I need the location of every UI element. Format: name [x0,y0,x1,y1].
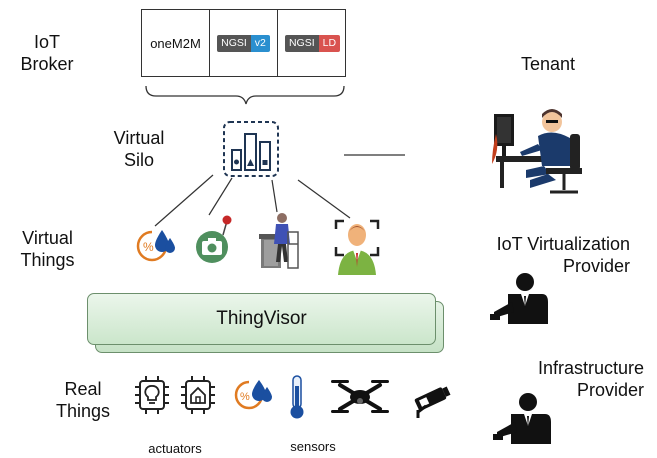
person-vitals-virtual-icon[interactable] [258,210,302,272]
silo-line-4 [297,179,351,219]
ngsi-v2-badge-left: NGSI [217,34,251,52]
iot-virtualization-provider-label-line2: Provider [562,256,630,276]
iot-virtualization-provider-label: IoT Virtualization Provider [470,233,630,277]
sensors-label: sensors [290,439,336,454]
virtual-things-label-line1: Virtual [22,228,73,248]
camera-virtual-icon[interactable] [193,213,233,267]
virtualization-provider-person-icon[interactable] [490,272,550,328]
tenant-person-icon[interactable] [490,104,590,196]
humidity-sensor-icon[interactable]: % [234,377,274,413]
humidity-virtual-icon[interactable]: % [136,226,176,268]
real-things-label-line2: Things [55,401,111,421]
iot-broker-label-line1: IoT [33,32,60,52]
virtual-silo-label-line1: Virtual [113,128,165,148]
svg-text:%: % [143,240,154,254]
thingvisor-box[interactable]: ThingVisor [87,293,436,345]
thermometer-icon[interactable] [287,374,307,420]
ngsi-ld-badge-right: LD [318,34,341,52]
virtual-silo-label: Virtual Silo [100,127,178,171]
real-things-label-line1: Real [64,379,102,399]
infrastructure-provider-label: Infrastructure Provider [490,357,644,401]
thingvisor-label: ThingVisor [216,308,307,329]
real-things-label: Real Things [48,378,118,422]
iot-broker-label: IoT Broker [12,31,82,75]
tenant-label: Tenant [521,54,576,74]
broker-brace [145,85,345,105]
silo-line-3 [271,179,278,213]
broker-ngsi-v2-cell: NGSI v2 [210,10,278,76]
security-camera-icon[interactable] [410,380,454,420]
silo-line-2 [208,177,233,216]
virtual-things-label-line2: Things [20,250,75,270]
actuators-label: actuators [148,441,202,456]
iot-broker-box: oneM2M NGSI v2 NGSI LD [141,9,346,77]
virtual-silo-icon[interactable] [222,120,280,178]
face-recognition-virtual-icon[interactable] [332,217,382,277]
ngsi-v2-badge-right: v2 [250,34,270,52]
ngsi-v2-badge: NGSI v2 [217,34,270,52]
iot-broker-label-line2: Broker [20,54,74,74]
onem2m-label: oneM2M [150,35,201,51]
infrastructure-provider-label-line1: Infrastructure [537,358,644,378]
virtual-things-label: Virtual Things [10,227,85,271]
smart-bulb-chip-icon[interactable] [134,375,170,415]
broker-ngsi-ld-cell: NGSI LD [278,10,347,76]
drone-icon[interactable] [330,377,390,417]
smart-home-chip-icon[interactable] [180,375,216,415]
svg-text:%: % [240,391,250,403]
virtual-silo-label-line2: Silo [123,150,154,170]
infrastructure-provider-label-line2: Provider [576,380,644,400]
ngsi-ld-badge: NGSI LD [284,34,341,52]
silo-line-1 [154,174,214,227]
ngsi-ld-badge-left: NGSI [284,34,319,52]
iot-virtualization-provider-label-line1: IoT Virtualization [496,234,630,254]
infrastructure-provider-person-icon[interactable] [493,392,553,448]
broker-onem2m-cell: oneM2M [142,10,210,76]
